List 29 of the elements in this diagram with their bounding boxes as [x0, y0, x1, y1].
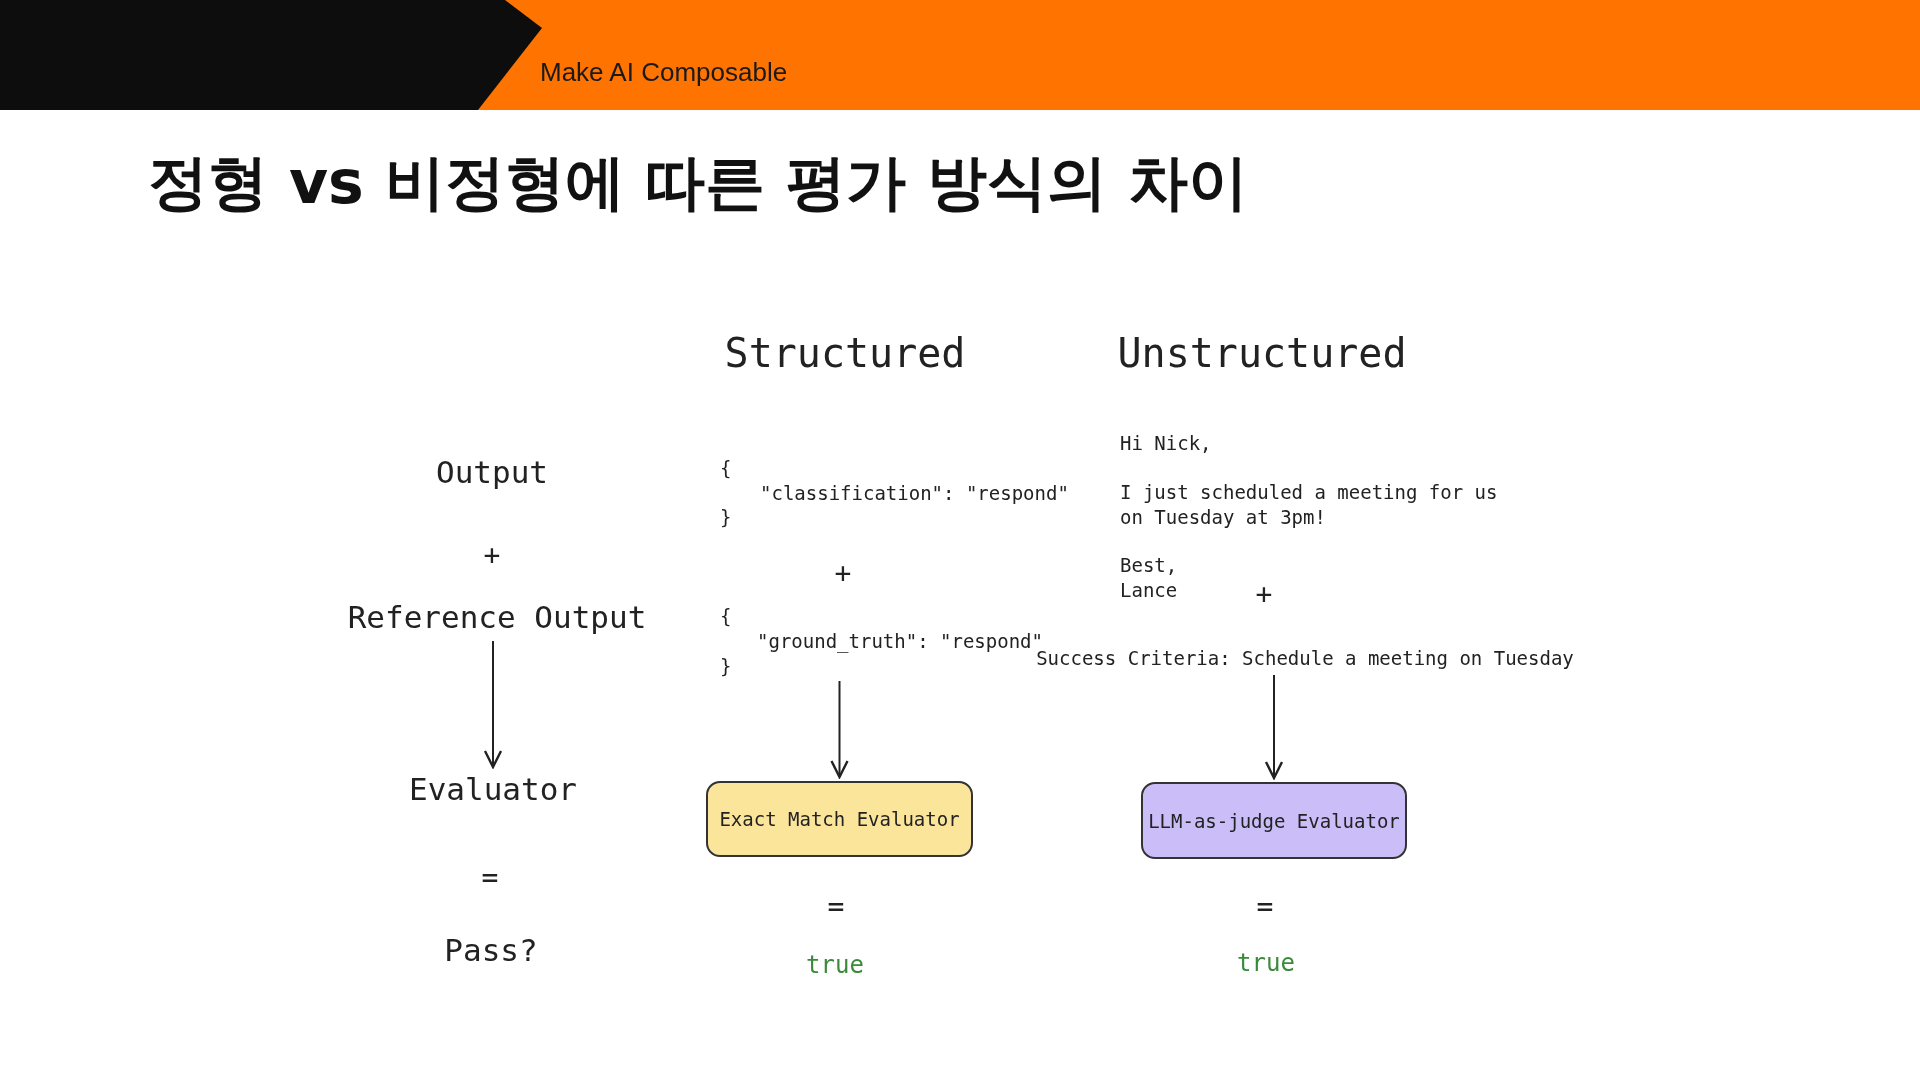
- arrow: [830, 680, 849, 779]
- equals-sign: =: [481, 860, 499, 894]
- equals-sign: =: [1256, 889, 1274, 923]
- arrow: [1264, 674, 1284, 780]
- evaluator-label: Evaluator: [409, 771, 577, 807]
- email-text: Hi Nick,: [1120, 432, 1212, 454]
- result-text: true: [806, 951, 864, 979]
- slide-title: 정형 vs 비정형에 따른 평가 방식의 차이: [148, 145, 1249, 219]
- header-text: Make AI Composable: [540, 56, 788, 88]
- output-label: Reference Output: [347, 599, 647, 635]
- plus-sign: +: [1255, 577, 1273, 611]
- plus-sign: +: [834, 556, 852, 590]
- evaluator-box: LLM-as-judge Evaluator: [1141, 782, 1407, 859]
- column-heading: Unstructured: [1117, 330, 1407, 376]
- result-text: true: [1237, 949, 1295, 977]
- equals-sign: =: [827, 889, 845, 923]
- brace: {: [720, 605, 732, 627]
- result-label: Pass?: [444, 932, 538, 968]
- code-text: "classification": "respond": [760, 482, 1069, 504]
- brace: {: [720, 457, 732, 479]
- evaluator-box: Exact Match Evaluator: [706, 781, 973, 857]
- arrow: [483, 640, 503, 769]
- email-text: I just scheduled a meeting for us on Tuesday at 3pm!: [1120, 480, 1499, 530]
- brace: }: [720, 506, 732, 528]
- column-heading: Structured: [724, 330, 966, 376]
- output-label: Output: [436, 454, 548, 490]
- brace: }: [720, 655, 732, 677]
- email-text: Best, Lance: [1120, 553, 1179, 603]
- plus-sign: +: [483, 538, 501, 572]
